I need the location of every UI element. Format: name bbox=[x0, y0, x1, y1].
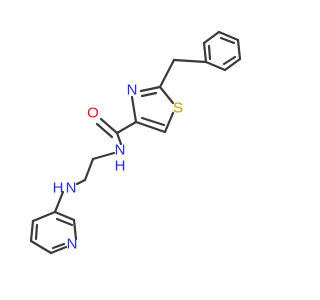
bond bbox=[31, 210, 57, 223]
bond bbox=[130, 95, 138, 124]
bond bbox=[51, 242, 66, 250]
amine-hydrogen-label: H bbox=[53, 180, 64, 197]
bond bbox=[99, 117, 119, 135]
bond bbox=[53, 190, 65, 214]
bond bbox=[91, 151, 116, 161]
bond bbox=[223, 57, 242, 72]
oxygen-atom: O bbox=[87, 105, 99, 122]
bond bbox=[236, 38, 242, 61]
bond bbox=[49, 245, 68, 255]
bond bbox=[204, 60, 227, 72]
thiazole-nitrogen-atom: N bbox=[127, 82, 138, 99]
oxygen-label: O bbox=[87, 105, 99, 122]
bond bbox=[29, 239, 53, 255]
bond bbox=[95, 122, 114, 139]
amine-nitrogen-label: N bbox=[66, 180, 77, 197]
thiazole-sulfur-atom: S bbox=[173, 100, 183, 117]
bond bbox=[75, 178, 87, 186]
amide-nitrogen-atom: N H bbox=[115, 142, 126, 175]
amide-nitrogen-label: N bbox=[115, 142, 126, 159]
bond bbox=[219, 36, 236, 45]
thiazole-sulfur-label: S bbox=[173, 100, 183, 117]
bond bbox=[55, 217, 74, 227]
amine-nitrogen-atom: H N bbox=[53, 180, 77, 197]
amide-hydrogen-label: H bbox=[115, 158, 126, 175]
bond bbox=[158, 58, 176, 89]
pyridine-nitrogen-label: N bbox=[67, 236, 78, 253]
bond bbox=[134, 120, 167, 134]
bond bbox=[207, 44, 212, 61]
bond bbox=[34, 223, 39, 241]
bond bbox=[115, 120, 138, 135]
bonds bbox=[29, 30, 242, 255]
bond bbox=[72, 218, 78, 241]
bond bbox=[163, 111, 175, 134]
bond bbox=[222, 55, 237, 66]
atom-labels: O N H N S H N N bbox=[53, 82, 183, 253]
bond bbox=[83, 157, 95, 182]
thiazole-nitrogen-label: N bbox=[127, 82, 138, 99]
bond bbox=[139, 85, 162, 93]
bond bbox=[53, 210, 76, 222]
bond bbox=[115, 131, 123, 146]
bond bbox=[172, 58, 208, 64]
bond bbox=[217, 30, 240, 42]
bond bbox=[140, 116, 166, 127]
bond bbox=[202, 30, 221, 45]
bond bbox=[158, 85, 175, 105]
bond bbox=[202, 41, 208, 64]
pyridine-nitrogen-atom: N bbox=[67, 236, 78, 253]
molecule-structure: O N H N S H N N bbox=[29, 30, 242, 255]
bond bbox=[140, 91, 158, 98]
bond bbox=[29, 219, 35, 243]
